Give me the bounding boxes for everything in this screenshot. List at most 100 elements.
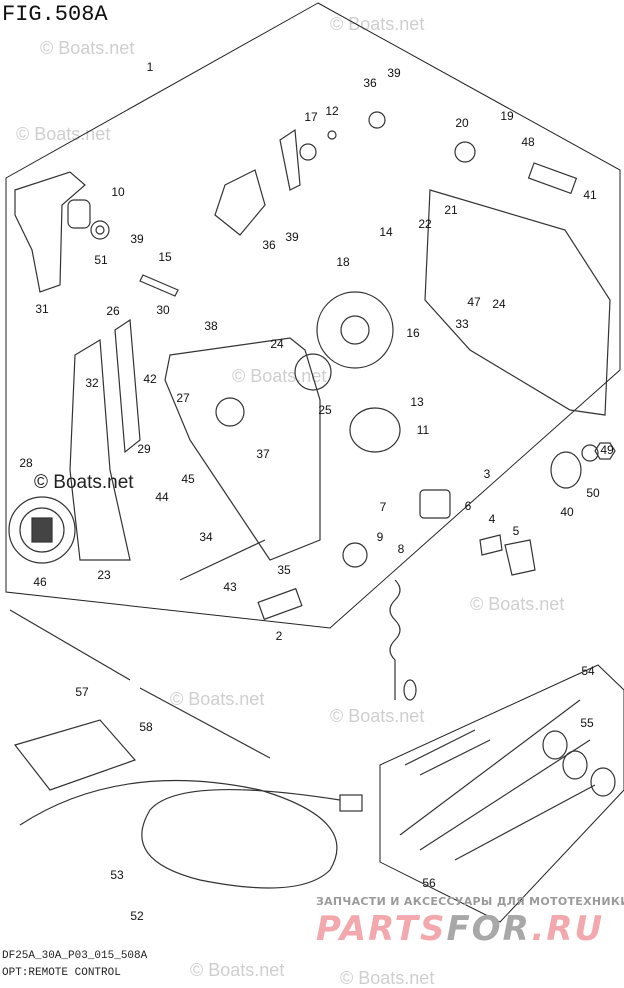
- callout-6: 6: [465, 499, 472, 513]
- callout-49: 49: [600, 443, 614, 457]
- watermark: © Boats.net: [470, 594, 564, 614]
- shop-logo-part3: .RU: [531, 909, 605, 949]
- part-link: [279, 128, 301, 191]
- watermark-layer: © Boats.net © Boats.net © Boats.net © Boats…: [16, 14, 564, 988]
- part-handle: [14, 171, 86, 293]
- part-ring: [294, 353, 332, 391]
- callout-51: 51: [94, 253, 108, 267]
- callout-7: 7: [380, 500, 387, 514]
- part-lever-hub: [8, 496, 76, 564]
- callout-35: 35: [277, 563, 291, 577]
- callout-39: 39: [285, 230, 299, 244]
- callout-39: 39: [130, 232, 144, 246]
- callout-22: 22: [418, 217, 432, 231]
- callout-39: 39: [387, 66, 401, 80]
- part-lanyard: [389, 579, 401, 700]
- part-cable-tie: [404, 729, 476, 766]
- callout-36: 36: [363, 76, 377, 90]
- watermark: © Boats.net: [40, 38, 134, 58]
- assembly-outline-main: [5, 2, 621, 629]
- callout-55: 55: [580, 716, 594, 730]
- watermark: © Boats.net: [190, 960, 284, 980]
- callout-33: 33: [455, 317, 469, 331]
- watermark: © Boats.net: [340, 968, 434, 988]
- callout-15: 15: [158, 250, 172, 264]
- part-pin: [139, 274, 179, 297]
- callout-11: 11: [417, 423, 430, 437]
- callout-20: 20: [455, 116, 469, 130]
- callout-38: 38: [204, 319, 218, 333]
- watermark: © Boats.net: [170, 689, 264, 709]
- figure-caption: OPT:REMOTE CONTROL: [2, 967, 121, 979]
- callout-29: 29: [137, 442, 151, 456]
- callout-46: 46: [33, 575, 47, 589]
- callout-3: 3: [484, 467, 491, 481]
- part-clamp-pad: [542, 730, 568, 760]
- callout-24: 24: [492, 297, 506, 311]
- callout-14: 14: [379, 225, 393, 239]
- callout-16: 16: [406, 326, 420, 340]
- callout-17: 17: [304, 110, 318, 124]
- callout-27: 27: [176, 391, 190, 405]
- part-key: [479, 534, 503, 556]
- callout-26: 26: [106, 304, 120, 318]
- callout-57: 57: [75, 685, 89, 699]
- watermark: © Boats.net: [330, 14, 424, 34]
- part-cam-plate: [316, 291, 394, 369]
- watermark: © Boats.net: [232, 366, 326, 386]
- watermark-strong: © Boats.net: [34, 472, 134, 493]
- callout-25: 25: [318, 403, 332, 417]
- shop-tagline: ЗАПЧАСТИ И АКСЕССУАРЫ ДЛЯ МОТОТЕХНИКИ: [316, 895, 624, 908]
- callout-37: 37: [256, 447, 270, 461]
- callout-1: 1: [147, 60, 154, 74]
- figure-footer: DF25A_30A_P03_015_508A OPT:REMOTE CONTRO…: [2, 948, 147, 982]
- callout-42: 42: [143, 372, 157, 386]
- part-key-cap: [504, 539, 536, 576]
- shop-logo-part2: FOR: [446, 909, 532, 949]
- part-washer: [90, 220, 110, 240]
- figure-code: DF25A_30A_P03_015_508A: [2, 950, 148, 962]
- callout-8: 8: [398, 542, 405, 556]
- part-bracket: [257, 587, 303, 621]
- callout-36: 36: [262, 238, 276, 252]
- callout-58: 58: [139, 720, 153, 734]
- callout-52: 52: [130, 909, 144, 923]
- part-wire-harness: [19, 779, 341, 889]
- callout-12: 12: [325, 104, 339, 118]
- part-drawings: [8, 111, 616, 889]
- part-cap: [67, 199, 91, 229]
- part-lever-arm: [69, 338, 131, 561]
- part-bracket-top: [214, 169, 266, 236]
- callout-24: 24: [270, 337, 284, 351]
- callout-21: 21: [444, 203, 458, 217]
- callout-34: 34: [199, 530, 213, 544]
- part-clip: [527, 162, 578, 195]
- callout-19: 19: [500, 109, 514, 123]
- callout-53: 53: [110, 868, 124, 882]
- callout-10: 10: [111, 185, 125, 199]
- part-side-cover: [424, 189, 611, 416]
- part-cable: [9, 609, 271, 759]
- callout-41: 41: [583, 188, 597, 202]
- shop-logo-part1: PARTS: [316, 909, 447, 949]
- callout-54: 54: [581, 664, 595, 678]
- callout-40: 40: [560, 505, 574, 519]
- callout-28: 28: [19, 456, 33, 470]
- part-grommet: [550, 451, 582, 489]
- callout-47: 47: [467, 295, 481, 309]
- callout-45: 45: [181, 472, 195, 486]
- callout-5: 5: [513, 524, 520, 538]
- callout-4: 4: [489, 512, 496, 526]
- part-bolt: [179, 539, 266, 581]
- callout-2: 2: [276, 629, 283, 643]
- callout-48: 48: [521, 135, 535, 149]
- callout-18: 18: [336, 255, 350, 269]
- watermark: © Boats.net: [330, 706, 424, 726]
- shop-logo: PARTSFOR.RU: [316, 909, 604, 949]
- callout-56: 56: [422, 876, 436, 890]
- part-housing: [164, 337, 321, 561]
- callout-44: 44: [155, 490, 169, 504]
- callout-9: 9: [377, 530, 384, 544]
